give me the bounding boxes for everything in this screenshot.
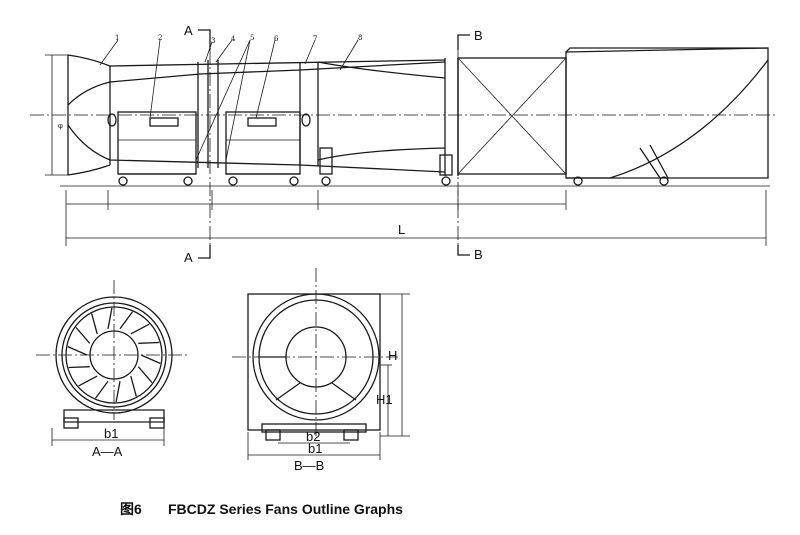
wheel-5 <box>321 176 331 186</box>
outlet-support-leg <box>639 144 669 179</box>
wheel-1 <box>118 176 128 186</box>
casing-top-line <box>109 59 446 67</box>
section-b-bottom-mark <box>457 245 470 256</box>
section-b-label-bottom: B <box>474 247 483 262</box>
aa-blade <box>137 366 153 384</box>
callout-leader-2 <box>149 39 161 119</box>
aa-blade <box>107 307 113 329</box>
aa-inner-ring <box>61 302 167 408</box>
port-1 <box>107 113 117 127</box>
aa-foot-left <box>63 417 79 429</box>
wheel-4 <box>289 176 299 186</box>
section-aa-view: b1 A—A <box>36 280 190 459</box>
part-number-3: 3 <box>211 37 215 45</box>
callout-leader-3 <box>204 41 213 63</box>
port-2 <box>301 113 311 127</box>
motor-2-symbol <box>247 117 277 127</box>
aa-blade <box>119 311 134 330</box>
bb-b1-label: b1 <box>308 441 322 456</box>
aa-blade <box>75 326 91 344</box>
outlet-hood <box>565 47 769 179</box>
casing-upper-contour <box>67 61 446 106</box>
part-number-7: 7 <box>313 35 317 43</box>
support-post-2 <box>439 154 453 176</box>
diffuser-inner-lower <box>317 147 446 161</box>
bb-h-label: H <box>388 348 397 363</box>
part-number-1: 1 <box>115 34 119 42</box>
casing-lower-contour <box>67 124 446 173</box>
callout-leader-6 <box>255 39 276 119</box>
outlet-hood-lip <box>565 47 768 53</box>
aa-outer-ring <box>55 296 173 414</box>
aa-blade <box>115 381 121 403</box>
wheel-6 <box>441 176 451 186</box>
figure-number: 图6 <box>120 501 142 517</box>
part-number-8: 8 <box>358 34 362 42</box>
aa-foot-right <box>149 417 165 429</box>
bb-h1-label: H1 <box>376 392 393 407</box>
callout-leader-5b <box>225 39 251 161</box>
inlet-bell <box>67 54 111 176</box>
aa-blade <box>140 354 161 364</box>
wheel-7 <box>573 176 583 186</box>
part-number-2: 2 <box>158 34 162 42</box>
bb-outer-ring <box>252 293 380 421</box>
aa-blade <box>91 313 98 335</box>
aa-blade <box>67 346 88 356</box>
aa-blade <box>130 375 137 397</box>
callout-leader-4 <box>215 39 233 63</box>
outlet-hood-curve <box>566 59 769 179</box>
aa-blade <box>94 380 109 399</box>
bb-struts <box>259 356 357 401</box>
wheel-3 <box>228 176 238 186</box>
motor-box-1 <box>117 111 197 175</box>
bb-foot-left <box>265 429 281 441</box>
length-label: L <box>398 222 405 237</box>
aa-view-title: A—A <box>92 444 123 459</box>
bb-b2-label: b2 <box>306 429 320 444</box>
aa-hub <box>89 330 139 380</box>
part-number-4: 4 <box>231 35 236 43</box>
support-post-1 <box>319 147 333 175</box>
bb-view-title: B—B <box>294 458 324 473</box>
callout-leader-5a <box>195 39 251 161</box>
part-callouts: 1 2 3 4 5 6 7 8 <box>99 34 362 161</box>
bb-foot-right <box>343 429 359 441</box>
section-bb-view: b2 b1 H H1 B—B <box>232 268 410 473</box>
aa-blade <box>78 375 98 387</box>
figure-caption: FBCDZ Series Fans Outline Graphs <box>168 501 403 517</box>
callout-leader-1 <box>99 39 119 66</box>
aa-blade <box>138 341 160 344</box>
bb-outer-box <box>247 293 381 431</box>
section-a-bottom-mark <box>198 245 211 259</box>
diffuser-inner-upper <box>317 61 446 79</box>
callout-leader-7 <box>304 39 316 65</box>
bb-base-frame <box>261 423 367 433</box>
section-a-top-mark <box>198 29 211 50</box>
section-b-top-mark <box>457 34 470 50</box>
aa-blade <box>130 323 150 335</box>
part-number-6: 6 <box>274 35 279 43</box>
aa-blade-ring <box>65 306 163 404</box>
aa-blade <box>68 366 90 369</box>
wheel-8 <box>659 176 669 186</box>
side-elevation-view: φ L A A B B 1 2 3 4 <box>30 23 775 265</box>
section-a-label-bottom: A <box>184 250 193 265</box>
part-number-5: 5 <box>250 34 254 42</box>
motor-1-symbol <box>149 117 179 127</box>
section-a-label-top: A <box>184 23 193 38</box>
aa-b1-label: b1 <box>104 426 118 441</box>
section-b-label-top: B <box>474 28 483 43</box>
transition-diagonal-2 <box>457 57 567 175</box>
phi-label: φ <box>58 122 63 130</box>
wheel-2 <box>183 176 193 186</box>
aa-blades <box>67 307 161 403</box>
callout-leader-8 <box>339 39 359 71</box>
